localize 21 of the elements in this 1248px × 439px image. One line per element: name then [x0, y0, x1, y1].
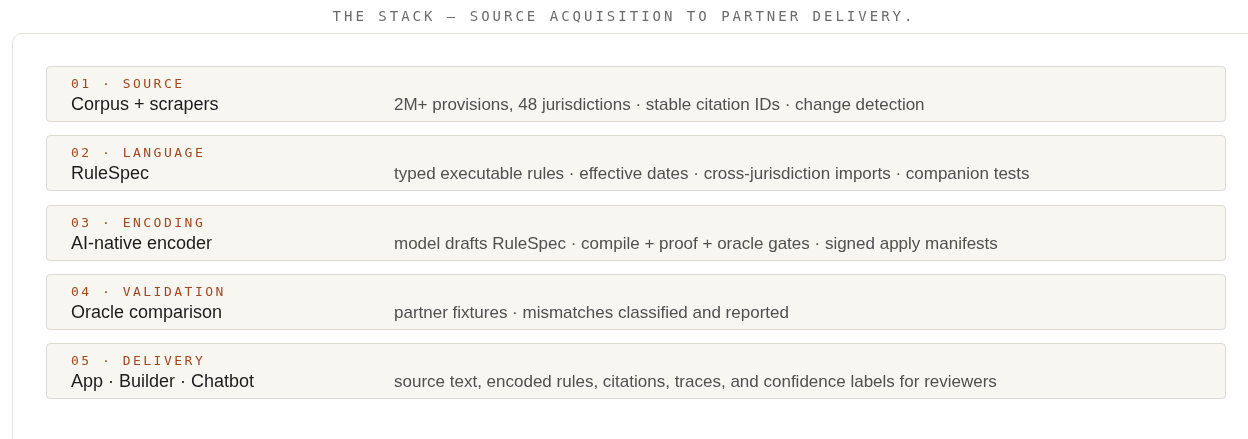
layer-name: Oracle comparison — [71, 302, 223, 323]
layer-band — [46, 205, 1226, 261]
layer-heading: 03 · ENCODING — [71, 215, 206, 230]
diagram-title: THE STACK — SOURCE ACQUISITION TO PARTNER DELIVERY. — [331, 8, 917, 24]
layer-band — [46, 274, 1226, 330]
layer-description: typed executable rules · effective dates · cross-jurisdiction imports · companion tests — [394, 164, 1030, 184]
layer-description: partner fixtures · mismatches classified and reported — [394, 303, 789, 323]
layer-name: App · Builder · Chatbot — [71, 371, 255, 392]
layer-heading: 01 · SOURCE — [71, 76, 185, 91]
layer-heading: 02 · LANGUAGE — [71, 145, 206, 160]
layer-name: RuleSpec — [71, 163, 150, 184]
layer-description: source text, encoded rules, citations, traces, and confidence labels for reviewers — [394, 372, 997, 392]
layer-name: Corpus + scrapers — [71, 94, 219, 115]
layer-band — [46, 135, 1226, 191]
layer-heading: 04 · VALIDATION — [71, 284, 226, 299]
layer-band — [46, 66, 1226, 122]
layer-band — [46, 343, 1226, 399]
layer-heading: 05 · DELIVERY — [71, 353, 206, 368]
layer-name: AI-native encoder — [71, 233, 213, 254]
layer-description: 2M+ provisions, 48 jurisdictions · stable citation IDs · change detection — [394, 95, 925, 115]
layer-description: model drafts RuleSpec · compile + proof + oracle gates · signed apply manifests — [394, 234, 998, 254]
